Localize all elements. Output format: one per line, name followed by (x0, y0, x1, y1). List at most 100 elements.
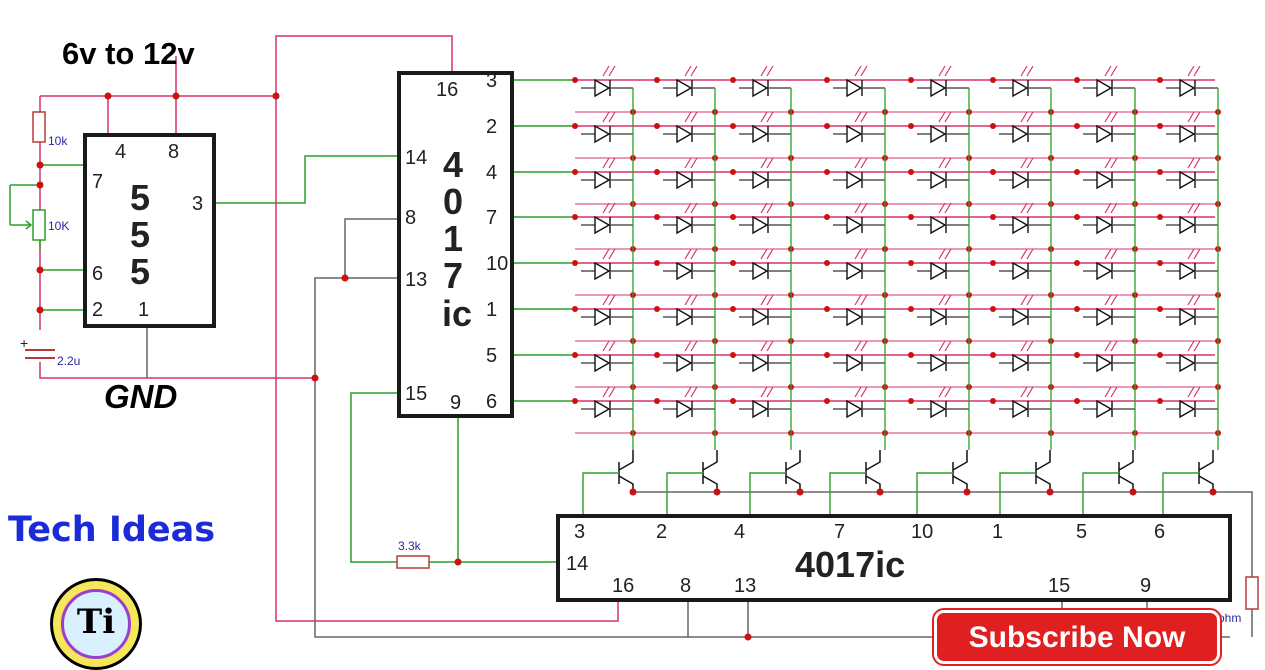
led-light-arrows (1020, 294, 1034, 306)
led-light-arrows (602, 202, 616, 214)
led-junction (990, 214, 996, 220)
led-icon (1012, 399, 1029, 419)
led-junction (654, 398, 660, 404)
led-icon (1179, 353, 1196, 373)
led-icon (676, 307, 693, 327)
led-junction (1157, 398, 1163, 404)
led-junction (1157, 123, 1163, 129)
ic-4017-a-pin-2: 2 (486, 116, 497, 138)
led-light-arrows (1187, 294, 1201, 306)
ic-555-left-wires (40, 164, 85, 311)
junction-dot (1129, 488, 1137, 496)
ic-4017-b-pin-16: 16 (612, 575, 634, 597)
wires (9, 35, 1253, 638)
junction-dot (454, 558, 462, 566)
led-icon (594, 78, 611, 98)
led-light-arrows (854, 294, 868, 306)
led-junction (1074, 260, 1080, 266)
potentiometer-label: 10K (48, 219, 69, 233)
transistor-base-wire (582, 472, 619, 516)
transistor-icon (1198, 450, 1214, 492)
led-light-arrows (1020, 111, 1034, 123)
ic-4017-a-pin-3: 3 (486, 70, 497, 92)
led-junction (730, 169, 736, 175)
led-junction (572, 260, 578, 266)
ic-4017-b-pin-1: 1 (992, 521, 1003, 543)
led-icon (1179, 261, 1196, 281)
potentiometer-wiper (10, 220, 33, 230)
led-light-arrows (1104, 65, 1118, 77)
led-light-arrows (1187, 111, 1201, 123)
vcc-to-4017a (275, 35, 453, 96)
led-junction (990, 260, 996, 266)
ic-4017-b-name: 4017ic (795, 544, 905, 585)
ic-4017-a-pin-15: 15 (405, 383, 427, 405)
led-light-arrows (1187, 340, 1201, 352)
led-icon (1012, 170, 1029, 190)
led-junction (730, 352, 736, 358)
ic-4017-b-pin-2: 2 (656, 521, 667, 543)
led-icon (930, 170, 947, 190)
junction-dot (172, 92, 180, 100)
led-light-arrows (938, 65, 952, 77)
led-light-arrows (1020, 248, 1034, 260)
led-light-arrows (1104, 386, 1118, 398)
resistor-right (1245, 576, 1259, 610)
clock-wire (214, 155, 399, 204)
led-light-arrows (684, 111, 698, 123)
led-icon (930, 353, 947, 373)
led-junction (572, 169, 578, 175)
led-light-arrows (684, 248, 698, 260)
junction-dot (311, 374, 319, 382)
led-junction (990, 352, 996, 358)
led-junction (572, 398, 578, 404)
capacitor-label: 2.2u (57, 354, 80, 368)
led-light-arrows (854, 386, 868, 398)
led-light-arrows (1187, 157, 1201, 169)
ic-555-pin-7: 7 (92, 171, 103, 193)
capacitor-2u2 (25, 349, 55, 359)
right-resistor-wire (1230, 491, 1253, 637)
led-junction (908, 260, 914, 266)
led-icon (1179, 307, 1196, 327)
led-icon (752, 215, 769, 235)
led-junction (1157, 352, 1163, 358)
transistor-row (582, 450, 1214, 516)
ic-4017-a-pin-9: 9 (450, 392, 461, 414)
ic-555-pin-1: 1 (138, 299, 149, 321)
ic-4017-b-pin-6: 6 (1154, 521, 1165, 543)
led-icon (1012, 215, 1029, 235)
led-junction (1157, 306, 1163, 312)
resistor-10k (32, 111, 46, 143)
led-junction (572, 214, 578, 220)
ic-4017-a-name-4: 4 (443, 144, 463, 185)
led-light-arrows (854, 111, 868, 123)
led-junction (654, 123, 660, 129)
junction-dot (1209, 488, 1217, 496)
led-junction (572, 77, 578, 83)
led-junction (572, 306, 578, 312)
led-junction (908, 77, 914, 83)
junction-dot (876, 488, 884, 496)
transistor-icon (1035, 450, 1051, 492)
subscribe-button[interactable]: Subscribe Now (934, 610, 1220, 664)
led-icon (676, 78, 693, 98)
led-light-arrows (760, 340, 774, 352)
led-junction (1074, 352, 1080, 358)
led-icon (676, 215, 693, 235)
junction-dot (713, 488, 721, 496)
ic-4017-a-pin-16: 16 (436, 79, 458, 101)
junction-dot (796, 488, 804, 496)
led-light-arrows (760, 111, 774, 123)
vcc-to-4017b (275, 96, 619, 622)
ic-4017-a-pin-4: 4 (486, 162, 497, 184)
led-junction (908, 123, 914, 129)
led-light-arrows (938, 157, 952, 169)
gnd-label: GND (104, 378, 178, 415)
led-icon (1096, 399, 1113, 419)
led-light-arrows (684, 340, 698, 352)
led-icon (752, 353, 769, 373)
led-light-arrows (1187, 248, 1201, 260)
transistor-icon (952, 450, 968, 492)
led-junction (990, 398, 996, 404)
